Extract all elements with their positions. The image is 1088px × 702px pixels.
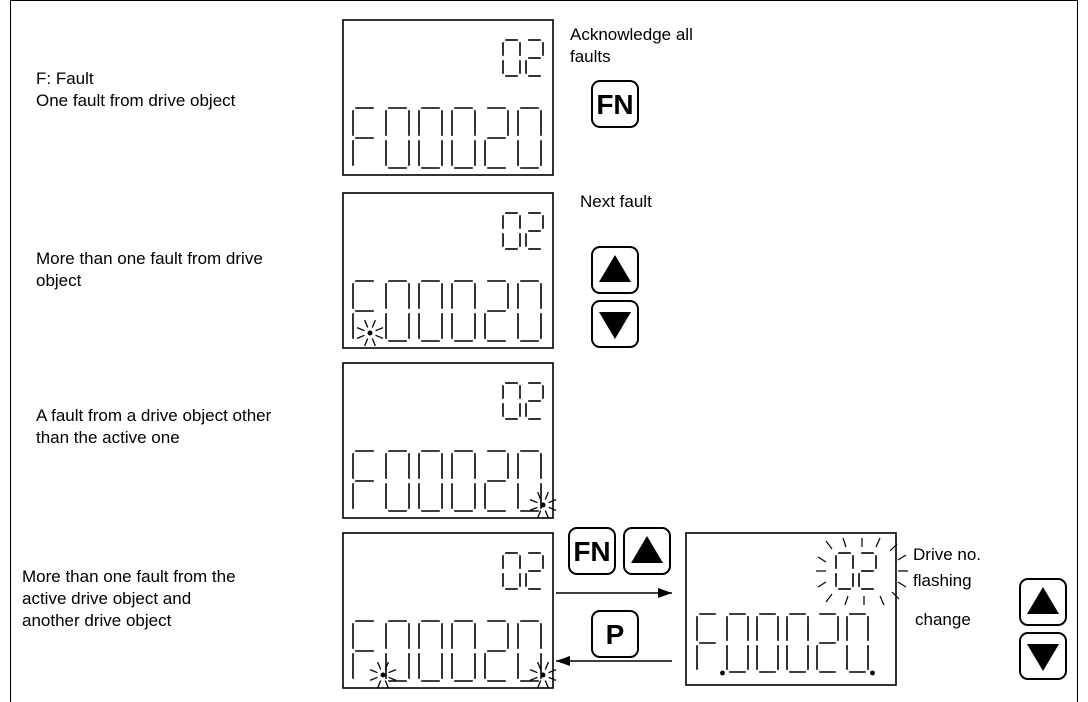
lcd-result [685,532,908,686]
row1-label-line2: One fault from drive object [36,91,236,110]
down-key-next-fault [591,300,639,348]
down-arrow-key-icon [1027,644,1059,671]
lcd-row4-drive-number-char-1 [525,552,544,590]
lcd-row2-drive-number-char-1 [525,212,544,250]
p-key-return-label: P [606,619,625,650]
lcd-row4 [342,532,557,689]
lcd-row1-fault-code-char-3 [451,107,476,169]
lcd-displays [342,19,908,689]
fn-key-acknowledge-label: FN [596,89,633,120]
lcd-row4-fault-code-char-4 [484,620,509,682]
lcd-row3-fault-code-char-4 [484,450,509,512]
up-key-combo [623,527,671,575]
flashing-dot-icon [529,491,557,519]
diagram-frame [10,0,1078,702]
lcd-row1-fault-code-char-1 [385,107,410,169]
lcd-row3-fault-code-char-2 [418,450,443,512]
p-key-return: P [591,610,639,658]
arrow-back [556,656,672,666]
up-arrow-key-icon [599,255,631,282]
lcd-row3-drive-number-char-1 [525,382,544,420]
lcd-result-fault-code-char-1 [726,613,749,673]
up-key-change [1019,578,1067,626]
flashing-dot-icon [369,661,397,689]
drive-no-note-line1: Drive no. [913,545,982,564]
lcd-row3 [342,362,557,519]
row4-label-line1: More than one fault from the [22,567,236,586]
operator-keys: FN FN P [568,80,1067,680]
lcd-row1-drive-number-char-1 [525,39,544,77]
row2-label-line2: object [36,271,82,290]
lcd-row4-drive-number-char-0 [502,552,521,590]
flashing-dot-icon [529,661,557,689]
lcd-row3-fault-code-char-0 [352,450,374,509]
fn-key-acknowledge: FN [591,80,639,128]
lcd-row4-fault-code-char-0 [352,620,374,679]
lcd-row2-drive-number-char-0 [502,212,521,250]
lcd-row2-fault-code-char-1 [385,280,410,342]
row4-label-line3: another drive object [22,611,172,630]
row1-side-text-line1: Acknowledge all [570,25,693,44]
lcd-result-fault-code-char-4 [816,613,839,673]
lcd-row4-frame [342,532,554,689]
lcd-row2-fault-code-char-4 [484,280,509,342]
lcd-row3-frame [342,362,554,519]
lcd-row4-fault-code-char-3 [451,620,476,682]
up-key-next-fault [591,246,639,294]
transition-arrows [556,588,672,666]
lcd-row1-fault-code-char-4 [484,107,509,169]
lcd-result-drive-number-char-0 [835,552,854,590]
flashing-dot-icon [356,319,384,347]
lcd-result-fault-code-char-2 [756,613,779,673]
lcd-result-fault-code-char-3 [786,613,809,673]
lcd-row4-fault-code-char-2 [418,620,443,682]
lcd-row2-fault-code-char-3 [451,280,476,342]
drive-no-note-line2: flashing [913,571,972,590]
row4-label-line2: active drive object and [22,589,192,608]
lcd-result-fault-code-decimal-point [870,670,875,676]
lcd-row1-drive-number-char-0 [502,39,521,77]
row2-side-text: Next fault [580,192,652,211]
lcd-result-frame [685,532,897,686]
lcd-row1-frame [342,19,554,176]
lcd-result-drive-number-char-1 [858,552,877,590]
lcd-row2-fault-code-char-2 [418,280,443,342]
row1-side-text-line2: faults [570,47,611,66]
lcd-row1-fault-code-char-0 [352,107,374,166]
arrow-to-result [556,588,672,598]
up-arrow-key-icon [1027,587,1059,614]
left-arrow-icon [556,656,570,666]
lcd-row4-fault-code-char-1 [385,620,410,682]
lcd-result-fault-code-decimal-point [720,670,725,676]
fn-key-combo: FN [568,527,616,575]
down-key-change [1019,632,1067,680]
up-arrow-key-icon [631,536,663,563]
lcd-result-fault-code-char-5 [846,613,869,673]
row1-label-line1: F: Fault [36,69,94,88]
lcd-row3-fault-code-char-3 [451,450,476,512]
lcd-row3-fault-code-char-1 [385,450,410,512]
lcd-row1-fault-code-char-2 [418,107,443,169]
fn-key-combo-label: FN [573,536,610,567]
right-arrow-icon [658,588,672,598]
lcd-row2 [342,192,554,349]
lcd-row3-drive-number-char-0 [502,382,521,420]
row3-label-line2: than the active one [36,428,180,447]
row2-label-line1: More than one fault from drive [36,249,263,268]
drive-number-flash-icon [816,537,908,606]
lcd-row1-fault-code-char-5 [517,107,542,169]
row3-label-line1: A fault from a drive object other [36,406,272,425]
down-arrow-key-icon [599,312,631,339]
lcd-row2-frame [342,192,554,349]
drive-no-note-line3: change [915,610,971,629]
lcd-row1 [342,19,554,176]
lcd-row2-fault-code-char-5 [517,280,542,342]
lcd-row2-fault-code-char-0 [352,280,374,339]
lcd-result-fault-code-char-0 [696,613,716,670]
